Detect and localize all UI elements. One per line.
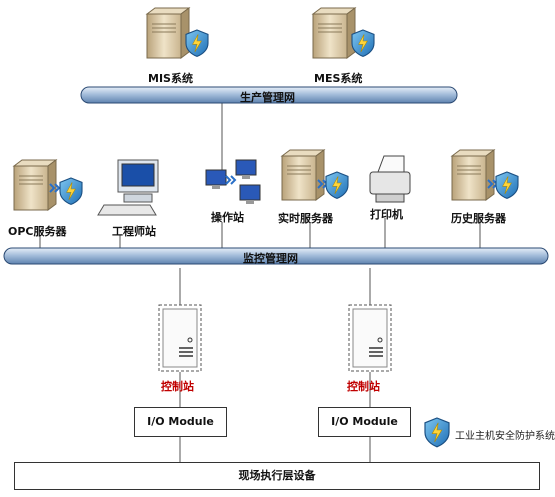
operator-monitor-stand [246,200,254,204]
operator-monitor-icon [205,169,227,186]
production-network-bus [80,86,458,104]
controller-label-1: 控制站 [161,380,194,393]
shield-lightning-icon [495,171,519,199]
operator-monitor-icon [235,159,257,176]
operator-station-label: 操作站 [211,211,244,224]
mes-server-icon [312,7,356,59]
shield-lightning-icon [185,29,209,57]
printer-paper [377,155,405,173]
printer-label: 打印机 [370,208,403,221]
legend-text: 工业主机安全防护系统 [455,431,555,442]
opc-server-label: OPC服务器 [8,225,67,238]
io-module-1: I/O Module [134,407,227,437]
shield-lightning-icon [351,29,375,57]
engineer-station-label: 工程师站 [112,225,156,238]
realtime-server-icon [281,149,325,201]
shield-lightning-icon [59,177,83,205]
io-module-2: I/O Module [318,407,411,437]
monitoring-network-label: 监控管理网 [243,252,298,265]
sync-arrows-icon [225,175,236,185]
printer-tray [375,193,405,203]
mes-label: MES系统 [314,72,363,85]
history-server-icon [451,149,495,201]
operator-monitor-stand [242,175,250,179]
shield-lightning-icon [424,417,450,448]
controller-station-icon [158,304,202,372]
realtime-server-label: 实时服务器 [278,212,333,225]
production-network-label: 生产管理网 [240,91,295,104]
history-server-label: 历史服务器 [451,212,506,225]
mis-server-icon [146,7,190,59]
mis-label: MIS系统 [148,72,193,85]
engineer-screen [121,163,155,187]
monitoring-network-bus [3,247,549,265]
field-layer-box: 现场执行层设备 [14,462,540,490]
operator-monitor-stand [212,185,220,189]
operator-monitor-icon [239,184,261,201]
controller-station-icon [348,304,392,372]
controller-label-2: 控制站 [347,380,380,393]
shield-lightning-icon [325,171,349,199]
keyboard-icon [97,204,157,216]
engineer-base [123,193,153,203]
printer-icon [369,171,411,195]
